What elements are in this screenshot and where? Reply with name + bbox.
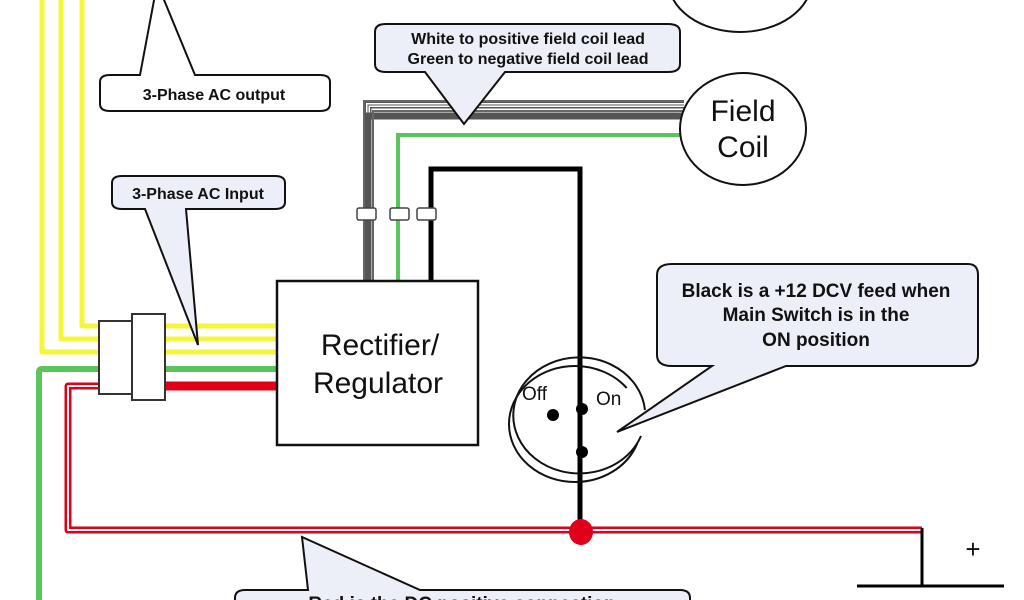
switch-off-contact (547, 409, 559, 421)
white-field-wire-inner (363, 100, 684, 280)
junction-dot (569, 519, 593, 545)
callout-ac-output: 3-Phase AC output (99, 0, 331, 112)
callout-red-dc-text: Red is the DC positive connection (308, 594, 615, 600)
yellow-wire-1 (39, 0, 276, 355)
connector-block (98, 313, 166, 401)
callout-black-feed-line2: Main Switch is in the (723, 305, 910, 326)
switch-off-label: Off (522, 384, 548, 405)
switch-common-contact (576, 446, 588, 458)
main-switch: Off On (508, 356, 646, 483)
yellow-wire-2 (58, 0, 276, 342)
battery-plus-label: + (965, 534, 980, 564)
field-coil-label-line1: Field (710, 95, 775, 128)
battery-terminal (857, 528, 1004, 588)
rectifier-label-line2: Regulator (313, 367, 443, 400)
red-dc-wire (64, 381, 922, 534)
rectifier-label-line1: Rectifier/ (321, 329, 440, 362)
callout-field-leads-line2: Green to negative field coil lead (408, 51, 649, 68)
callout-field-leads-line1: White to positive field coil lead (411, 31, 645, 48)
callout-black-feed: Black is a +12 DCV feed when Main Switch… (616, 263, 979, 433)
top-component-circle (672, 0, 808, 33)
callout-black-feed-line3: ON position (762, 330, 870, 351)
rectifier-regulator: Rectifier/ Regulator (275, 279, 480, 447)
green-ground-wire (36, 366, 276, 600)
white-field-wire (364, 101, 684, 280)
callout-ac-input-text: 3-Phase AC Input (132, 186, 265, 203)
field-coil-label-line2: Coil (717, 131, 769, 164)
terminal-connectors (356, 207, 437, 221)
yellow-wire-3 (79, 0, 276, 329)
callout-ac-output-text: 3-Phase AC output (143, 87, 286, 104)
green-field-wire (396, 133, 680, 280)
callout-ac-input: 3-Phase AC Input (111, 175, 286, 346)
switch-on-label: On (596, 389, 621, 410)
callout-field-leads: White to positive field coil lead Green … (374, 23, 681, 126)
yellow-wires (39, 0, 276, 355)
callout-red-dc: Red is the DC positive connection (234, 535, 691, 600)
black-feed-wire (428, 166, 583, 530)
switch-on-contact (576, 403, 588, 415)
callout-black-feed-line1: Black is a +12 DCV feed when (682, 281, 951, 302)
field-coil: Field Coil (679, 72, 807, 186)
